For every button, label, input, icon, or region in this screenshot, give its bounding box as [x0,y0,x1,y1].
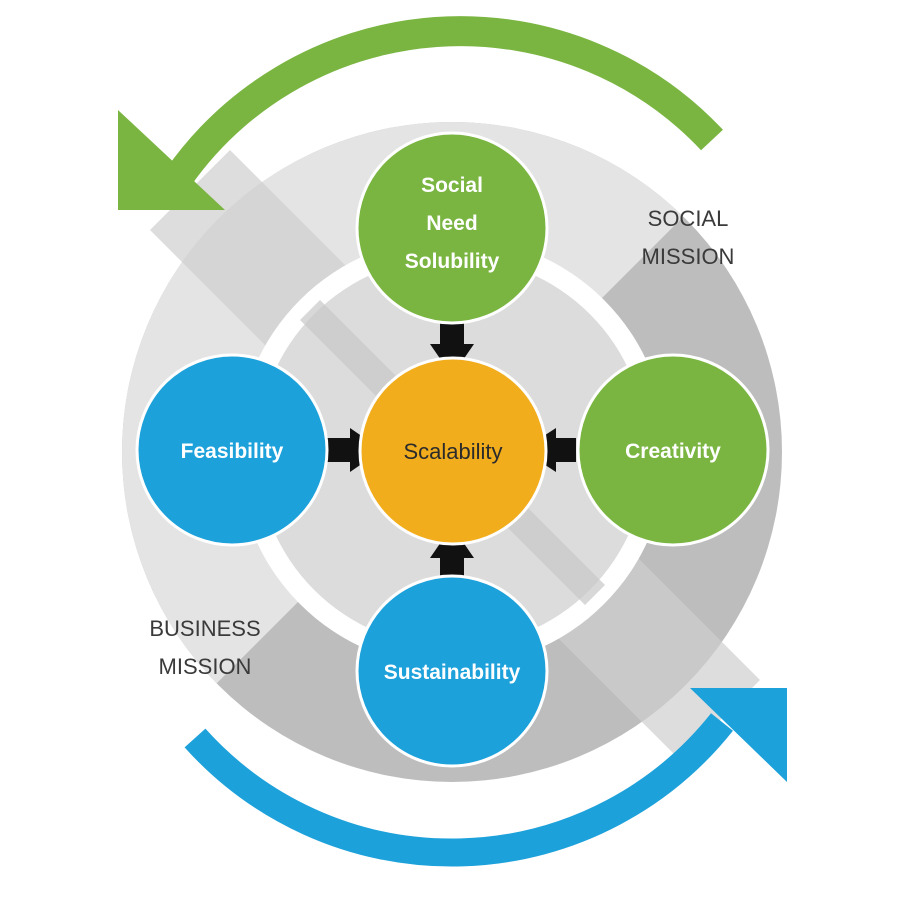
blue-cycle-arrow [184,688,787,867]
blue-arc [184,713,733,867]
business-mission-label: BUSINESS MISSION [149,616,260,679]
center-circle [358,356,548,546]
node-right-label: Creativity [625,440,721,463]
green-arrowhead [118,110,225,210]
node-feasibility: Feasibility [135,353,329,547]
node-social-need-solubility: Social Need Solubility [355,131,549,325]
node-bottom-label: Sustainability [384,661,521,684]
node-bottom-circle [355,574,549,768]
business-mission-line-2: MISSION [159,654,252,679]
center-node-scalability: Scalability [358,356,548,546]
green-cycle-arrow [118,16,723,210]
node-top-circle [355,131,549,325]
node-left-circle [135,353,329,547]
social-mission-line-2: MISSION [642,244,735,269]
node-creativity: Creativity [576,353,770,547]
business-mission-line-1: BUSINESS [149,616,260,641]
center-label: Scalability [403,439,502,464]
green-arc [165,16,723,187]
node-sustainability: Sustainability [355,574,549,768]
node-top-line-3: Solubility [405,250,500,273]
social-mission-line-1: SOCIAL [648,206,729,231]
node-right-circle [576,353,770,547]
social-mission-label: SOCIAL MISSION [642,206,735,269]
node-top-line-1: Social [421,174,483,197]
node-left-label: Feasibility [181,440,284,463]
blue-arrowhead [690,688,787,782]
node-top-line-2: Need [426,212,477,235]
